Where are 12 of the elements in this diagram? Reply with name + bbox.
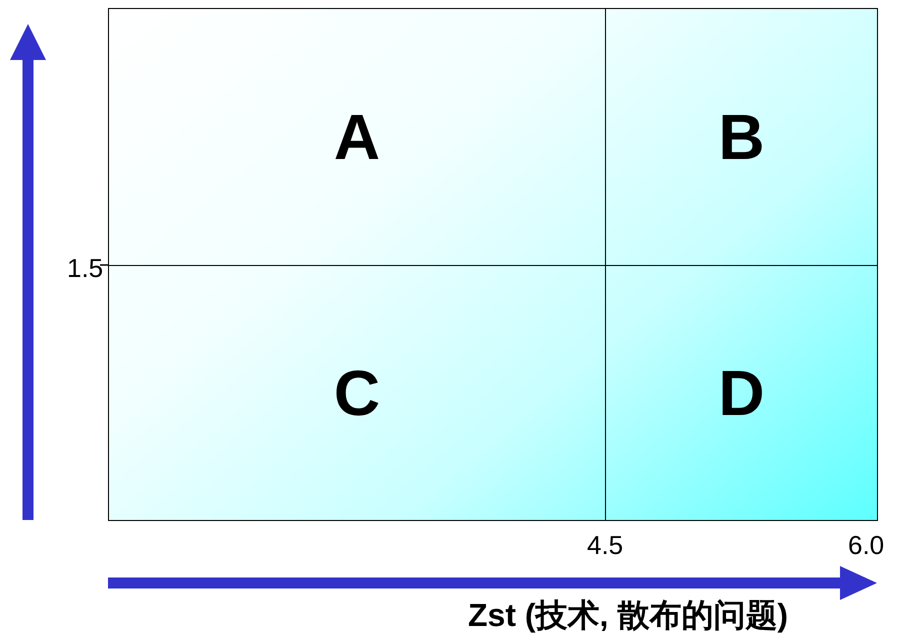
quadrant-box [108, 8, 606, 266]
axis-title: Zst (技术, 散布的问题) [468, 599, 788, 631]
quadrant-box [605, 265, 878, 521]
quadrant-box [605, 8, 878, 266]
axis-value: 4.5 [587, 532, 624, 558]
quadrant-letter: A [334, 105, 380, 169]
axis-value: 1.5 [67, 255, 104, 281]
quadrant-letter: D [718, 361, 765, 425]
axis-value: 6.0 [848, 532, 884, 558]
quadrant-box [108, 265, 606, 521]
quadrant-letter: C [334, 361, 380, 425]
quadrant-letter: B [718, 105, 765, 169]
